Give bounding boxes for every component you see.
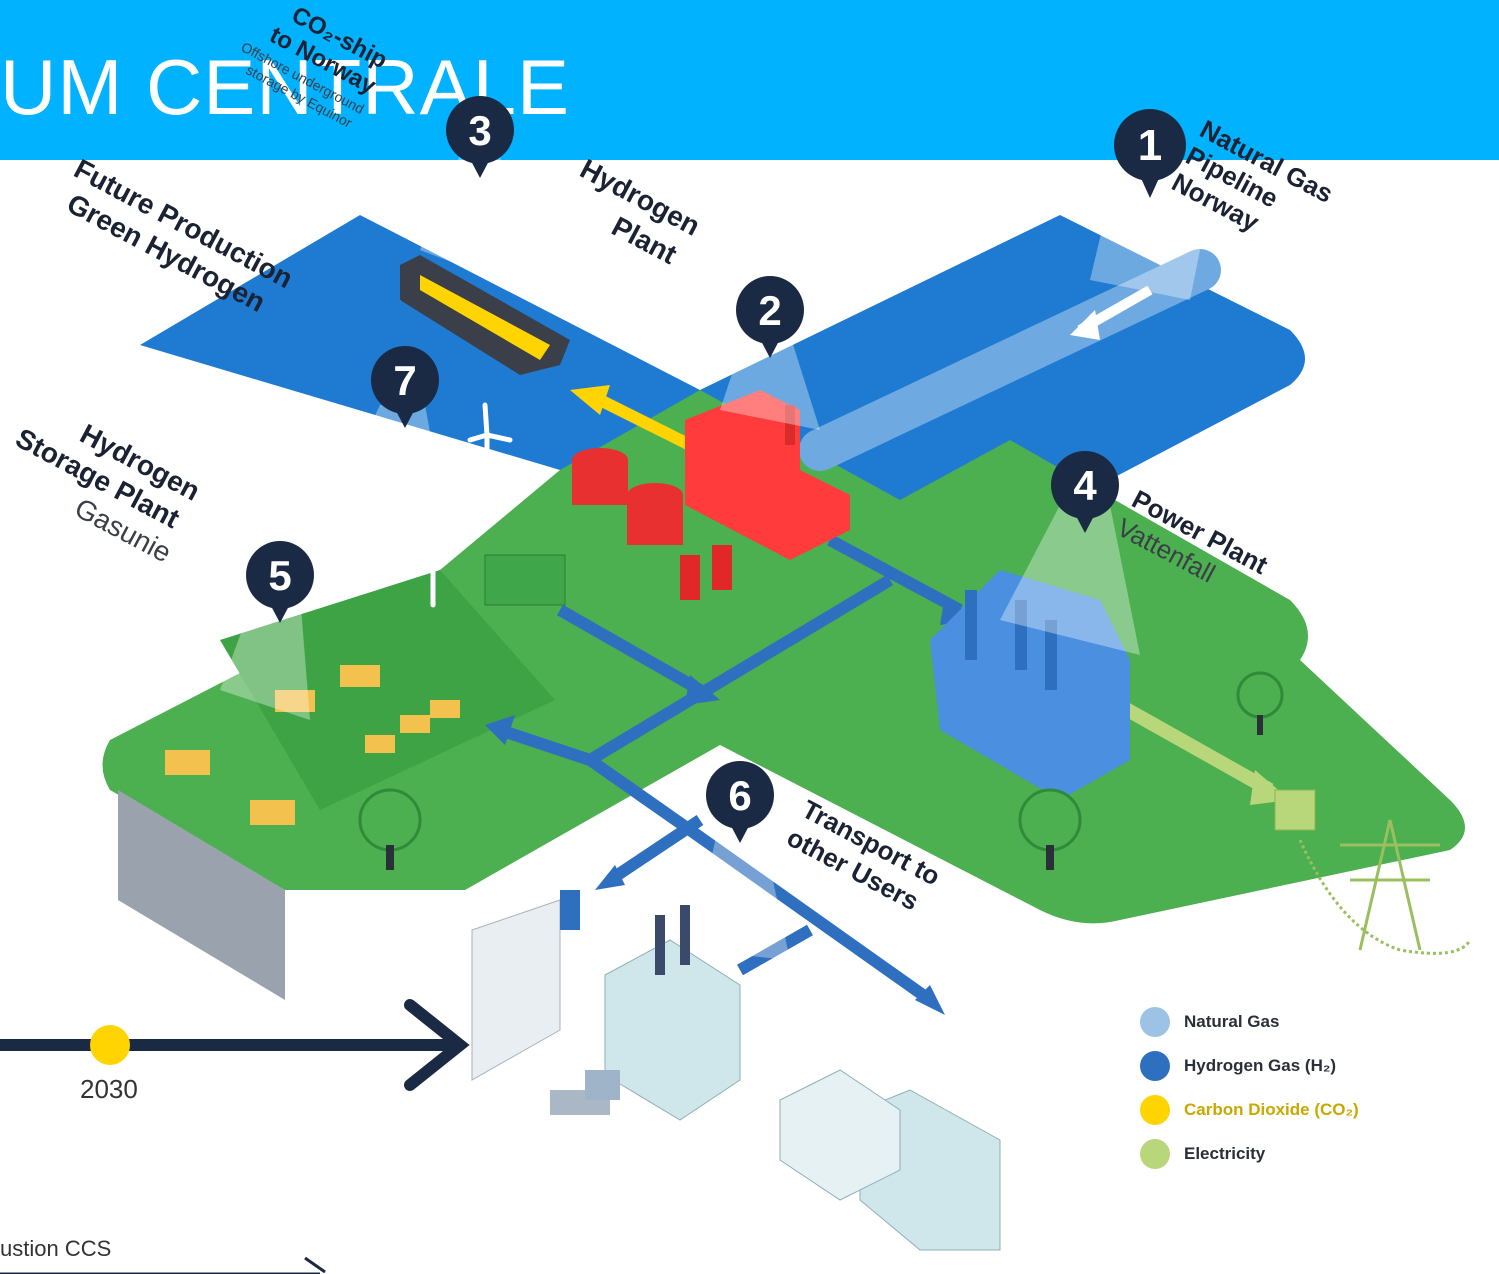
electrolyser-unit (484, 554, 566, 606)
wind-turbines (362, 402, 513, 608)
timeline-marker-2030 (90, 1025, 130, 1065)
step-badge-4: 4 (1051, 451, 1119, 533)
svg-text:5: 5 (268, 552, 291, 599)
legend-item-electricity: Electricity (1140, 1132, 1470, 1176)
svg-text:2: 2 (758, 287, 781, 334)
header-band (0, 0, 1499, 160)
timeline (0, 999, 470, 1274)
natural-gas-pipeline (799, 249, 1221, 471)
other-users (471, 890, 1001, 1251)
storage-plant (165, 665, 460, 825)
co2-ship (400, 255, 570, 375)
hydrogen-plant (572, 390, 850, 600)
step-badge-3: 3 (446, 96, 514, 178)
hydrogen-swatch (1140, 1051, 1170, 1081)
step-label-3: CO₂-ship to Norway Offshore underground … (239, 1, 392, 131)
step-badge-5: 5 (246, 541, 314, 623)
svg-text:1: 1 (1138, 121, 1162, 170)
power-plant (930, 570, 1130, 800)
step-label-5: Hydrogen Storage Plant Gasunie (11, 418, 205, 568)
step-badge-6: 6 (706, 761, 774, 843)
timeline-year-label: 2030 (80, 1074, 138, 1104)
svg-text:7: 7 (393, 357, 416, 404)
legend-item-hydrogen: Hydrogen Gas (H₂) (1140, 1044, 1470, 1088)
hydrogen-arrows (498, 534, 963, 1005)
co2-swatch (1140, 1095, 1170, 1125)
step-label-2: Hydrogen Plant (575, 153, 705, 270)
footer-text: ustion CCS (0, 1236, 112, 1261)
electricity-swatch (1140, 1139, 1170, 1169)
trees (358, 671, 1284, 870)
svg-text:3: 3 (468, 107, 491, 154)
electricity-pylon (1298, 819, 1472, 955)
land-area (102, 390, 1465, 1000)
step-badge-7: 7 (371, 346, 439, 428)
legend: Natural Gas Hydrogen Gas (H₂) Carbon Dio… (1140, 1000, 1470, 1176)
svg-text:6: 6 (728, 772, 751, 819)
step-label-7: Future Production Green Hydrogen (62, 153, 298, 318)
badge-beams (220, 155, 1200, 960)
natural-gas-swatch (1140, 1007, 1170, 1037)
electricity-arrow (1106, 693, 1316, 831)
svg-text:4: 4 (1073, 462, 1097, 509)
step-badge-1: 1 (1114, 109, 1186, 198)
legend-item-co2: Carbon Dioxide (CO₂) (1140, 1088, 1470, 1132)
legend-item-natural-gas: Natural Gas (1140, 1000, 1470, 1044)
step-badge-2: 2 (736, 276, 804, 358)
